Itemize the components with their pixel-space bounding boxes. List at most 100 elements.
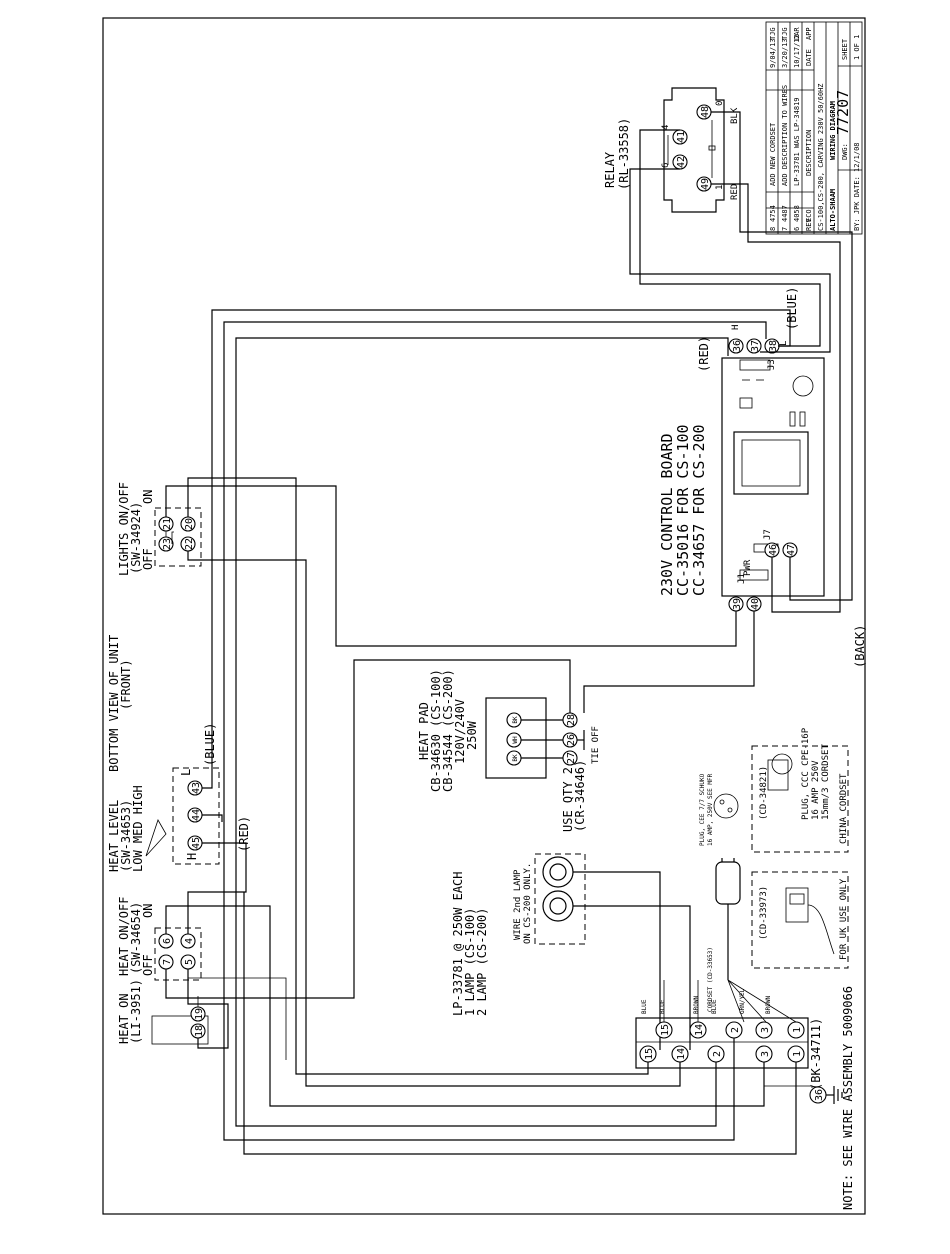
tb-dwg-number: 77207 <box>834 90 852 135</box>
header-desc: DESCRIPTION <box>805 130 813 176</box>
heat-level-title: HEAT LEVEL <box>107 800 121 872</box>
heat-switch: 6 7 4 5 HEAT ON/OFF (SW-34654) OFF ON <box>117 897 202 981</box>
wire-assembly-note: NOTE: SEE WIRE ASSEMBLY 5009066 <box>841 986 855 1210</box>
relay-pin-1: 1 <box>715 185 725 190</box>
board-terminal-46-label: 46 <box>768 544 779 556</box>
plug-china: (CD-34821) PLUG, CCC CPE-16P 16 AMP 250V… <box>751 727 849 853</box>
rev-7-desc: ADD DESCRIPTION TO WIRES <box>781 85 789 186</box>
lamps-wire-note-2: ON CS-200 ONLY. <box>523 863 533 944</box>
tb-b-15-label: 15 <box>660 1024 671 1036</box>
tb-a-3-label: 3 <box>760 1051 771 1057</box>
heat-pad-title: HEAT PAD <box>417 702 431 760</box>
plug-china-line-1: PLUG, CCC CPE-16P <box>801 727 811 820</box>
rev-7-eco: 4487 <box>781 205 789 222</box>
board-wire-red: (RED) <box>697 336 711 372</box>
relay-terminal-49-label: 49 <box>700 178 711 190</box>
relay: 48 41 42 49 6 4 1 0 RELAY (RL-33558) BLK… <box>603 87 740 213</box>
tb-company: ALTO-SHAAM <box>829 189 837 231</box>
header-date: DATE <box>805 49 813 66</box>
relay-terminal-48-label: 48 <box>700 106 711 118</box>
plug-uk-code: (CD-33973) <box>759 886 769 940</box>
tb-wire-4: BLUE <box>711 999 718 1014</box>
tb-b-1-label: 1 <box>792 1027 803 1033</box>
heat-pad-terminal-26-label: 26 <box>566 734 577 746</box>
rev-6-app: DAR <box>793 27 801 40</box>
lights-terminal-20-label: 20 <box>184 518 195 530</box>
tb-b-3 <box>755 1021 773 1039</box>
heat-level-positions: LOW MED HIGH <box>131 785 145 872</box>
tb-by-date: BY: JPK DATE: 12/1/08 <box>853 142 861 231</box>
rev-7-app: TJG <box>781 27 789 40</box>
lamps-line-3: 2 LAMP (CS-200) <box>475 908 489 1016</box>
heat-switch-on: ON <box>141 904 155 918</box>
heat-level-terminal-44-label: 44 <box>191 809 202 821</box>
heat-on-light: 18 19 HEAT ON (LI-3951) <box>117 979 209 1045</box>
board-wire-blue: (BLUE) <box>785 287 799 330</box>
bottom-view-line-1: BOTTOM VIEW OF UNIT <box>107 635 121 772</box>
plug-uk: (CD-33973) FOR UK USE ONLY <box>751 871 849 969</box>
heat-pad-terminal-27 <box>562 750 578 766</box>
plug-eu-label-1: PLUG, CEE 7/7 SCHUKO <box>699 773 706 846</box>
tb-wire-2: BLUE <box>659 999 666 1014</box>
header-app: APP <box>805 27 813 40</box>
header-eco: ECO <box>805 209 813 222</box>
heat-switch-terminal-6-label: 6 <box>162 938 173 944</box>
heat-pad-line-2: CB-34544 (CS-200) <box>441 669 455 792</box>
heat-level-part: (SW-34653) <box>119 800 133 872</box>
heat-level-h: H <box>185 853 199 860</box>
board-terminal-39-label: 39 <box>732 598 743 610</box>
heat-light-terminal-19-label: 19 <box>194 1008 205 1020</box>
heat-pad-use-part: (CR-34646) <box>573 760 587 832</box>
lights-terminal-21-label: 21 <box>162 518 173 530</box>
tb-wire-5: GRN/YEL <box>739 988 746 1014</box>
board-terminal-38-label: 38 <box>768 340 779 352</box>
board-label-h: H <box>731 325 741 330</box>
tb-wire-1: BLUE <box>641 999 648 1014</box>
tb-wire-3: BROWN <box>693 996 700 1014</box>
heat-switch-terminal-5-label: 5 <box>184 959 195 965</box>
board-label-j3: J3 <box>767 359 777 370</box>
relay-wire-blk: BLK <box>730 107 740 124</box>
tb-part: (BK-34711) <box>809 1018 823 1090</box>
heat-pad-use-qty: USE QTY 2 <box>561 767 575 832</box>
relay-title: RELAY <box>603 151 617 188</box>
board-line-1: 230V CONTROL BOARD <box>658 433 676 596</box>
lights-terminal-22-label: 22 <box>184 538 195 550</box>
heat-pad-terminal-28-label: 28 <box>566 714 577 726</box>
relay-part: (RL-33558) <box>617 118 631 190</box>
rev-6-date: 10/17/12 <box>793 34 801 68</box>
tb-a-15-label: 15 <box>644 1048 655 1060</box>
heat-level-l: L <box>179 769 193 776</box>
board-terminal-37-label: 37 <box>750 340 761 352</box>
heat-pad-line-3: 120V/240V <box>453 699 467 764</box>
heat-light-terminal-18-label: 18 <box>194 1025 205 1037</box>
heat-pad-terminal-27-label: 27 <box>566 752 577 764</box>
relay-pin-0: 0 <box>715 101 725 106</box>
tb-b-2-label: 2 <box>730 1027 741 1033</box>
wires <box>165 111 853 1155</box>
rev-8-num: 8 <box>769 227 777 231</box>
terminal-block: 15 14 2 3 1 15 14 2 3 1 (BK-34711) BLUE … <box>635 988 823 1090</box>
lights-switch-title: LIGHTS ON/OFF <box>117 482 131 576</box>
heat-pad-pin-bk2-label: BK <box>512 754 519 762</box>
plug-eu: PLUG, CEE 7/7 SCHUKO 16 AMP, 250V SEE MF… <box>699 773 741 1012</box>
board-terminal-47-label: 47 <box>786 544 797 556</box>
rev-8-date: 9/04/13 <box>769 38 777 68</box>
heat-pad-pin-wh-label: WH <box>512 736 519 744</box>
heat-pad-pin-bk1-label: BK <box>512 716 519 724</box>
rev-7-num: 7 <box>781 227 789 231</box>
title-block: 8 4754 ADD NEW CORDSET 9/04/13 TJG 7 448… <box>765 21 863 235</box>
relay-pin-6: 6 <box>661 163 671 168</box>
plug-eu-label-2: 16 AMP, 250V SEE MFR <box>707 773 714 846</box>
relay-terminal-41-label: 41 <box>676 131 687 143</box>
heat-level-terminal-43-label: 43 <box>191 782 202 794</box>
lamps: LP-33781 @ 250W EACH 1 LAMP (CS-100) 2 L… <box>451 853 691 1050</box>
heat-pad-line-4: 250W <box>465 720 479 750</box>
heat-level-wire-blue: (BLUE) <box>203 723 217 766</box>
rev-7-date: 3/20/13 <box>781 38 789 68</box>
lights-switch-off: OFF <box>141 548 155 570</box>
lights-switch-part: (SW-34924) <box>129 502 143 574</box>
bottom-view-line-2: (FRONT) <box>119 659 133 710</box>
header-rev: REV <box>805 218 813 231</box>
heat-switch-title: HEAT ON/OFF <box>117 897 131 976</box>
